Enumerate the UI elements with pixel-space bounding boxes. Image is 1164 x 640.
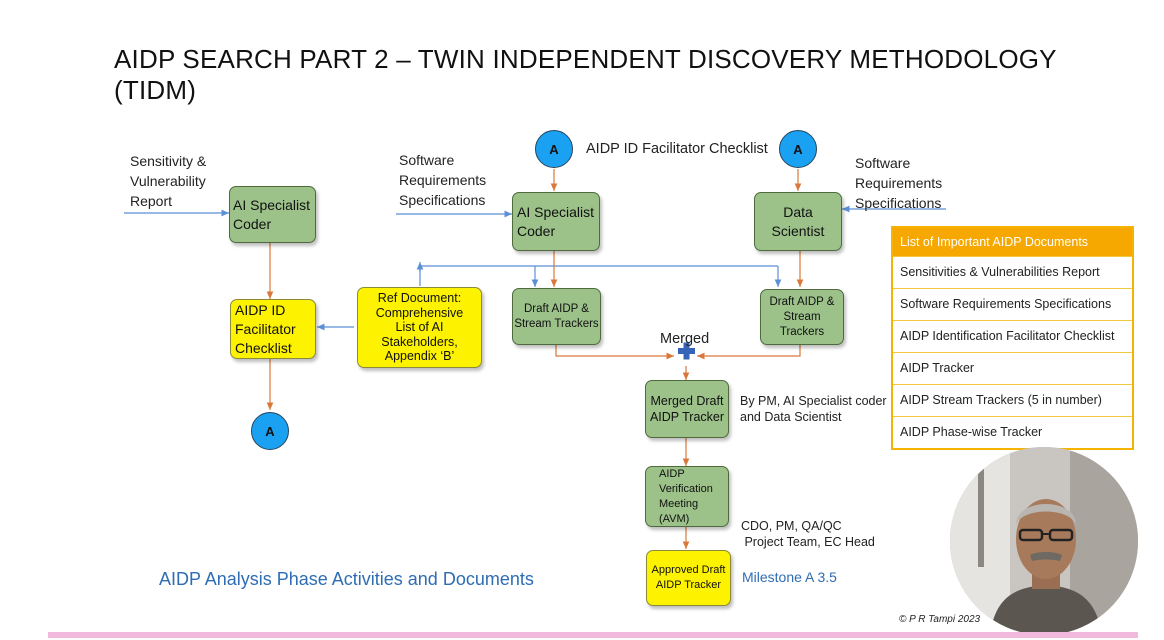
documents-list-item: AIDP Identification Facilitator Checklis… <box>893 320 1132 352</box>
copyright-note: © P R Tampi 2023 <box>899 614 981 625</box>
footer-bar <box>48 632 1138 638</box>
important-documents-list: List of Important AIDP Documents Sensiti… <box>891 226 1134 450</box>
milestone-label: Milestone A 3.5 <box>742 569 837 585</box>
draft-trackers-box-right: Draft AIDP &Stream Trackers <box>760 289 844 345</box>
slide-title: AIDP SEARCH PART 2 – TWIN INDEPENDENT DI… <box>114 44 1057 105</box>
documents-list-item: AIDP Phase-wise Tracker <box>893 416 1132 448</box>
documents-list-item: AIDP Tracker <box>893 352 1132 384</box>
merged-label: Merged <box>660 331 710 347</box>
draft-trackers-box-left: Draft AIDP &Stream Trackers <box>512 288 601 345</box>
documents-list-header: List of Important AIDP Documents <box>893 228 1132 256</box>
documents-list-item: Software Requirements Specifications <box>893 288 1132 320</box>
ref-distribution-bus <box>419 265 778 286</box>
arrow-draft-left-merge <box>555 345 674 360</box>
avm-attendees-note: CDO, PM, QA/QC Project Team, EC Head <box>741 519 875 549</box>
facilitator-checklist-label: AIDP ID Facilitator Checklist <box>586 141 768 157</box>
slide-caption: AIDP Analysis Phase Activities and Docum… <box>159 569 534 589</box>
merge-cross-icon <box>678 342 695 360</box>
presenter-video[interactable] <box>950 447 1138 635</box>
presenter-avatar-icon <box>950 447 1138 635</box>
documents-list-item: Sensitivities & Vulnerabilities Report <box>893 256 1132 288</box>
arrow-draft-right-merge <box>697 345 801 360</box>
connector-a-top-right: A <box>779 130 817 168</box>
connector-a-bottom: A <box>251 412 289 450</box>
documents-list-item: AIDP Stream Trackers (5 in number) <box>893 384 1132 416</box>
connector-a-top-left: A <box>535 130 573 168</box>
